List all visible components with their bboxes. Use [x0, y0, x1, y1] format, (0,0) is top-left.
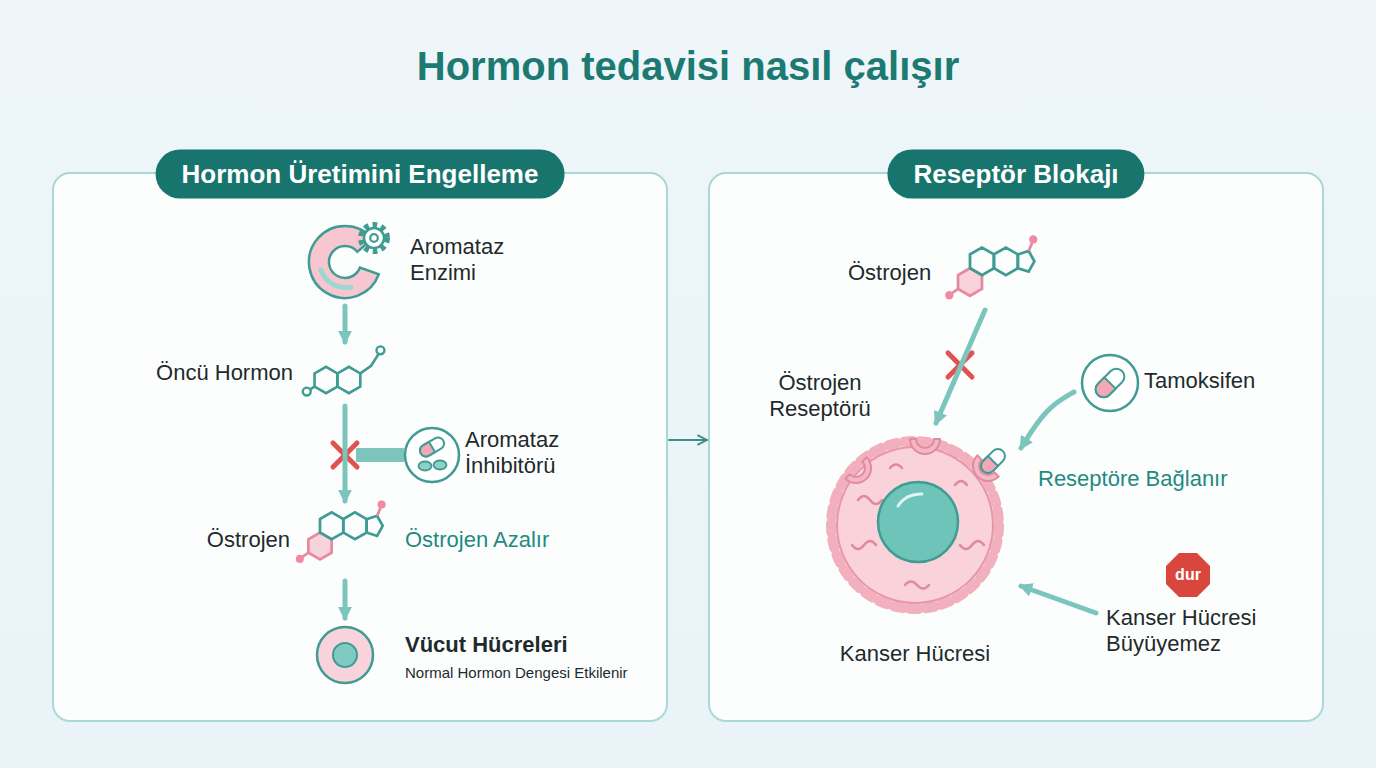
connector-arrow: [1021, 392, 1074, 448]
estrogen-node: Östrojen: [848, 236, 1063, 308]
panel: Reseptör BlokajıÖstrojenTamoksifenKanser…: [708, 172, 1324, 722]
receptor-label: Östrojen Reseptörü: [758, 370, 882, 423]
panel-heading: Hormon Üretimini Engelleme: [156, 150, 565, 199]
body-cell-node: Vücut HücreleriNormal Hormon Dengesi Etk…: [312, 622, 657, 692]
node-label: Aromataz İnhibitörü: [465, 427, 593, 480]
estrogen-molecule: [945, 235, 1037, 299]
node-sublabel: Östrojen Azalır: [405, 527, 549, 553]
estrogen-molecule: [296, 501, 386, 563]
connector-arrow: [343, 306, 348, 342]
node-label: Aromataz Enzimi: [410, 234, 535, 287]
hormone-node: Öncü Hormon: [130, 346, 395, 402]
node-label: Kanser Hücresi Büyüyemez: [1106, 605, 1291, 658]
panel-ground: [709, 173, 1323, 721]
stop-sign: dur: [1166, 553, 1214, 601]
panel-heading: Reseptör Blokajı: [887, 150, 1144, 199]
node-label: Vücut Hücreleri: [405, 632, 568, 658]
node-label: Östrojen: [190, 527, 290, 553]
node-sublabel: Normal Hormon Dengesi Etkilenir: [405, 664, 628, 682]
node-label: Öncü Hormon: [130, 360, 293, 386]
inhibition-bar: [356, 448, 404, 462]
enzyme-node: Aromataz Enzimi: [300, 222, 539, 302]
inhibitor-node: Aromataz İnhibitörü: [400, 424, 597, 486]
gear-icon: [361, 225, 387, 251]
estrogen-node: Östrojen Östrojen Azalır: [190, 505, 610, 577]
node-label: Kanser Hücresi: [815, 641, 1015, 667]
node-label: Östrojen: [848, 260, 931, 286]
body-cell-icon: [317, 627, 373, 683]
connector-arrow: [669, 439, 707, 441]
cancer-cell-illustration: [831, 439, 1008, 609]
inhibitor-icon: [405, 428, 459, 482]
binding-label: Reseptöre Bağlanır: [1038, 466, 1228, 492]
connector-arrow: [343, 581, 348, 618]
outcome-node: Kanser Hücresi Büyüyemez: [1100, 603, 1295, 665]
drug-node: Tamoksifen: [1078, 352, 1293, 414]
tamoxifen-icon: [1082, 355, 1138, 411]
title: Hormon tedavisi nasıl çalışır: [0, 44, 1376, 89]
panel-ground: [53, 173, 667, 721]
connector-arrow: [1021, 586, 1096, 613]
precursor-molecule: [303, 346, 385, 395]
cancer-cell: Kanser Hücresi: [815, 425, 1019, 675]
node-label: dur: [1166, 553, 1210, 597]
node-label: Tamoksifen: [1144, 368, 1255, 394]
panel: Hormon Üretimini EngellemeAromataz Enzim…: [52, 172, 668, 722]
connector-arrow: [343, 406, 348, 501]
connector-arrow: [936, 310, 985, 423]
